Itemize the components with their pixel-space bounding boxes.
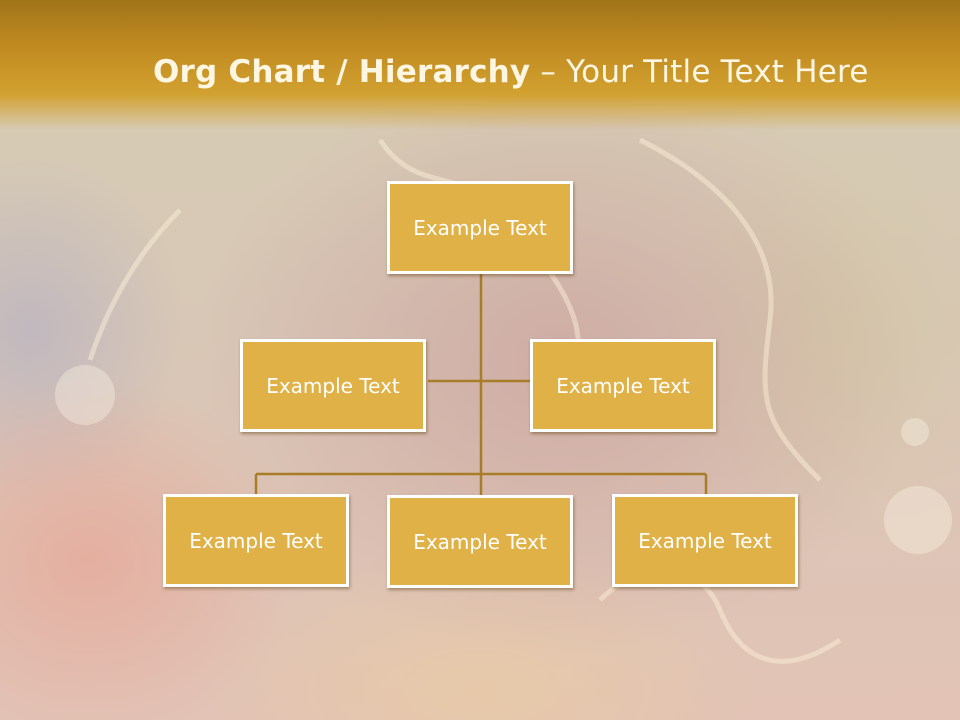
- title-part1: Org Chart / Hierarchy: [153, 54, 531, 90]
- title-bar: [0, 0, 960, 130]
- org-node-child-2[interactable]: Example Text: [387, 495, 573, 588]
- page-title: Org Chart / Hierarchy – Your Title Text …: [153, 54, 869, 90]
- title-part2: Your Title Text Here: [566, 54, 869, 90]
- org-node-assistant-right[interactable]: Example Text: [530, 339, 716, 432]
- org-node-child-3[interactable]: Example Text: [612, 494, 798, 587]
- org-node-child-1[interactable]: Example Text: [163, 494, 349, 587]
- title-dash: –: [530, 54, 567, 90]
- org-node-assistant-left[interactable]: Example Text: [240, 339, 426, 432]
- org-node-root[interactable]: Example Text: [387, 181, 573, 274]
